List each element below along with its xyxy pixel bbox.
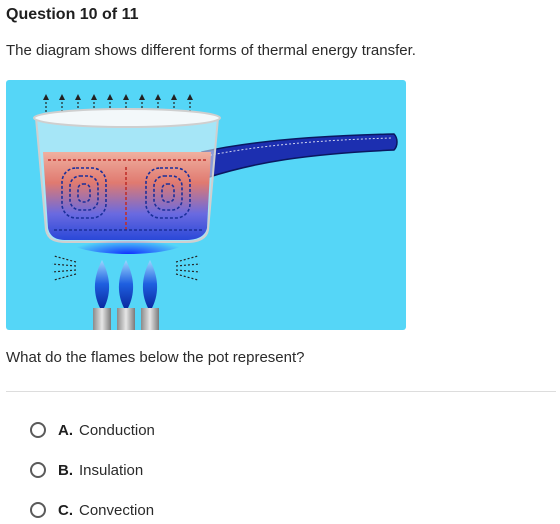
option-b[interactable]: B. Insulation xyxy=(30,458,143,482)
pot-rim xyxy=(33,108,221,128)
side-heat-arrows xyxy=(51,255,201,281)
radio-a[interactable] xyxy=(30,422,46,438)
burners xyxy=(93,308,159,330)
divider xyxy=(6,391,556,392)
flame-right xyxy=(142,260,158,308)
option-label: Insulation xyxy=(79,461,144,479)
option-label: Convection xyxy=(79,501,155,519)
question-intro: The diagram shows different forms of the… xyxy=(6,42,416,59)
option-letter: B. xyxy=(58,461,73,479)
rising-heat-arrows xyxy=(43,94,193,120)
question-header: Question 10 of 11 xyxy=(6,6,139,23)
flame-center xyxy=(118,260,134,308)
question-prompt: What do the flames below the pot represe… xyxy=(6,349,305,366)
thermal-energy-diagram xyxy=(6,80,406,330)
radio-c[interactable] xyxy=(30,502,46,518)
flame-left xyxy=(94,260,110,308)
convection-currents xyxy=(48,159,206,231)
option-label: Conduction xyxy=(79,421,155,439)
pot-handle xyxy=(201,133,398,179)
option-letter: C. xyxy=(58,501,73,519)
option-c[interactable]: C. Convection xyxy=(30,498,154,522)
option-a[interactable]: A. Conduction xyxy=(30,418,155,442)
pot-water xyxy=(43,152,211,240)
option-letter: A. xyxy=(58,421,73,439)
radio-b[interactable] xyxy=(30,462,46,478)
burner-flames xyxy=(94,260,158,308)
